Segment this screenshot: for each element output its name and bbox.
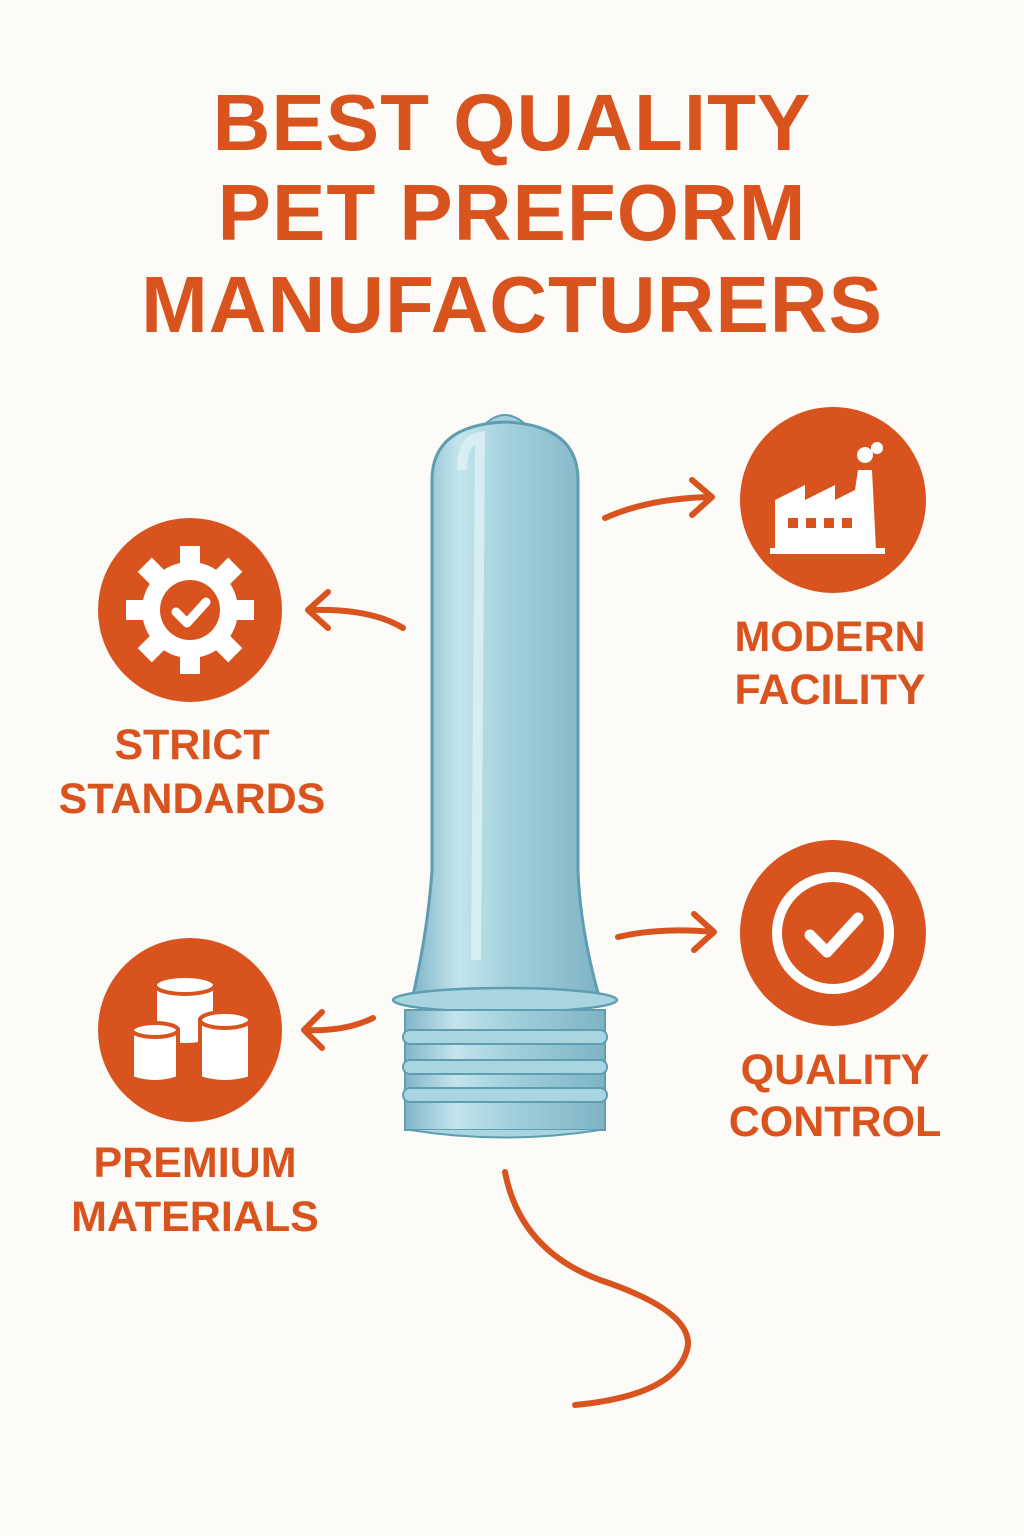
feature-label-line-1: QUALITY [740, 1046, 930, 1094]
feature-label-line-2: CONTROL [728, 1098, 942, 1146]
title-line-1: BEST QUALITY [212, 78, 812, 167]
check-circle-icon [740, 840, 926, 1026]
arrow-to-strict-standards [305, 589, 406, 631]
feature-label-line-2: MATERIALS [71, 1193, 319, 1241]
decorative-curve [502, 1169, 691, 1408]
feature-label-line-1: MODERN [734, 613, 926, 661]
feature-label-line-1: PREMIUM [93, 1139, 297, 1187]
arrow-to-quality-control [615, 911, 717, 953]
feature-label-line-1: STRICT [114, 721, 270, 769]
arrow-to-modern-facility [602, 477, 715, 521]
title-line-2: PET PREFORM [217, 168, 807, 257]
feature-label-line-2: FACILITY [734, 666, 926, 714]
title-line-3: MANUFACTURERS [141, 260, 883, 349]
arrow-to-premium-materials [301, 1009, 376, 1051]
feature-label-line-2: STANDARDS [58, 775, 326, 823]
materials-icon [98, 938, 282, 1122]
gear-check-icon [98, 518, 282, 702]
factory-icon [740, 407, 926, 593]
preform-image [391, 414, 619, 1139]
